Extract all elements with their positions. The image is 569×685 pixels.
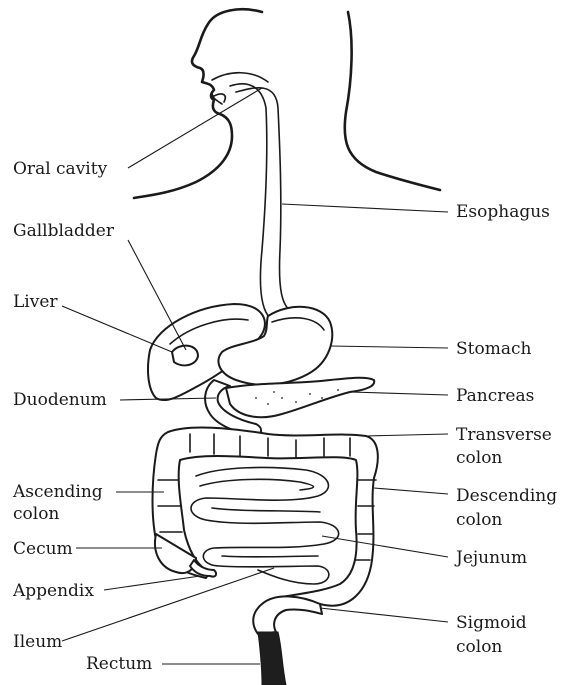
- rectum-organ: [258, 632, 286, 685]
- label-liver: Liver: [13, 292, 58, 312]
- small-intestine-coils: [191, 468, 339, 584]
- head-profile-outline: [134, 9, 262, 198]
- label-ileum: Ileum: [13, 632, 62, 652]
- label-cecum: Cecum: [13, 539, 73, 559]
- label-oral-cavity: Oral cavity: [13, 159, 108, 179]
- sigmoid-colon-organ: [253, 596, 322, 634]
- label-transverse-colon-line1: Transverse: [456, 425, 552, 445]
- label-jejunum: Jejunum: [454, 548, 527, 568]
- label-appendix: Appendix: [12, 581, 94, 601]
- esophagus-wall-left: [230, 84, 270, 318]
- label-sigmoid-colon-line2: colon: [456, 637, 502, 657]
- label-sigmoid-colon-line1: Sigmoid: [456, 613, 527, 633]
- label-ascending-colon-line2: colon: [13, 504, 59, 524]
- label-stomach: Stomach: [456, 339, 531, 359]
- label-ascending-colon-line1: Ascending: [12, 482, 103, 502]
- colon-organ: [153, 428, 378, 606]
- label-esophagus: Esophagus: [456, 202, 550, 222]
- label-descending-colon-line1: Descending: [456, 486, 557, 506]
- label-pancreas: Pancreas: [456, 386, 534, 406]
- label-gallbladder: Gallbladder: [13, 221, 115, 241]
- esophagus-wall-right: [236, 88, 292, 312]
- neck-back-outline: [345, 12, 440, 190]
- label-rectum: Rectum: [86, 654, 152, 674]
- small-intestine-coils-inner: [200, 479, 320, 557]
- label-transverse-colon-line2: colon: [456, 448, 502, 468]
- label-descending-colon-line2: colon: [456, 510, 502, 530]
- label-duodenum: Duodenum: [13, 390, 107, 410]
